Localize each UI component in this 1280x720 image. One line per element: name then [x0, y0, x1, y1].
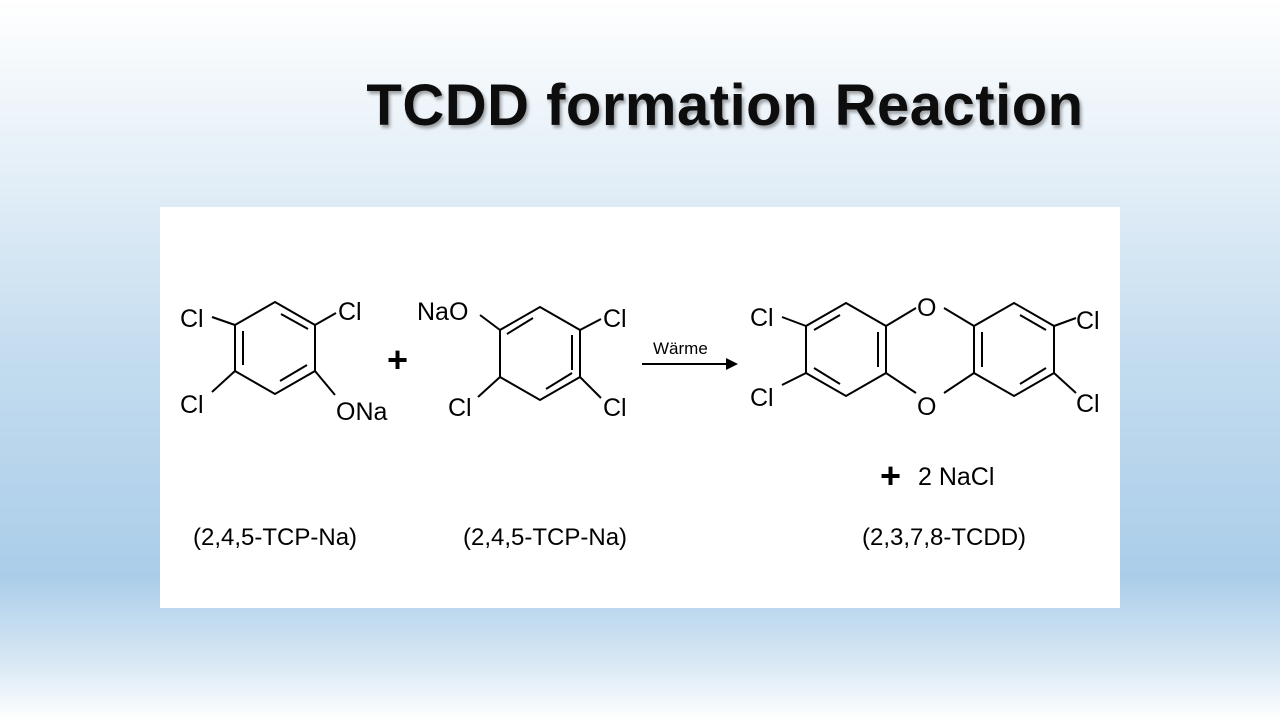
tcdd-cl-right-top: Cl — [1076, 307, 1100, 335]
reactant-1-cl-top-left: Cl — [180, 305, 204, 333]
label-product: (2,3,7,8-TCDD) — [862, 524, 1026, 551]
reaction-condition: Wärme — [653, 339, 708, 358]
benzene-ring-1 — [234, 300, 316, 396]
tcdd-ring-right — [973, 301, 1055, 398]
product-structure: O O Cl Cl Cl Cl — [750, 294, 1100, 421]
reactant-2-structure: NaO Cl Cl Cl — [417, 298, 627, 422]
slide-title: TCDD formation Reaction — [366, 73, 1084, 138]
reactant-2-cl-bottom-right: Cl — [603, 394, 627, 422]
tcdd-cl-left-top: Cl — [750, 304, 774, 332]
reaction-arrow: Wärme — [642, 339, 738, 370]
tcdd-ring-left — [805, 301, 887, 398]
reactant-1-cl-bottom-left: Cl — [180, 391, 204, 419]
tcdd-oxygen-top: O — [917, 294, 936, 322]
reactant-2-nao: NaO — [417, 298, 468, 326]
tcdd-cl-right-bottom: Cl — [1076, 390, 1100, 418]
reactant-1-ona: ONa — [336, 398, 388, 426]
byproduct-nacl: 2 NaCl — [918, 463, 994, 491]
reactant-2-cl-top-right: Cl — [603, 305, 627, 333]
byproduct: + 2 NaCl — [880, 455, 994, 496]
reactant-2-cl-bottom-left: Cl — [448, 394, 472, 422]
reaction-panel: Cl Cl Cl ONa + NaO Cl Cl Cl Wärme — [160, 207, 1120, 608]
tcdd-cl-left-bottom: Cl — [750, 384, 774, 412]
label-reactant-2: (2,4,5-TCP-Na) — [463, 524, 627, 551]
benzene-ring-2 — [499, 305, 581, 402]
label-reactant-1: (2,4,5-TCP-Na) — [193, 524, 357, 551]
reaction-scheme: Cl Cl Cl ONa + NaO Cl Cl Cl Wärme — [180, 294, 1100, 551]
tcdd-oxygen-bottom: O — [917, 393, 936, 421]
reactant-1-cl-top-right: Cl — [338, 298, 362, 326]
plus-sign-2: + — [880, 455, 901, 496]
reactant-1-structure: Cl Cl Cl ONa — [180, 298, 388, 426]
plus-sign-1: + — [387, 339, 408, 380]
